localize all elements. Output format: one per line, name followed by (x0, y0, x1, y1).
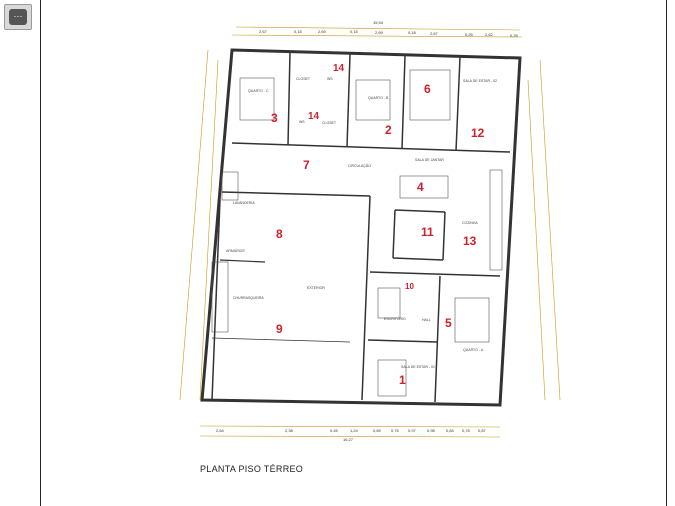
dim-bottom-2: 2,38 (285, 428, 294, 433)
dim-bottom-6: 0,76 (391, 428, 400, 433)
furniture (211, 69, 503, 397)
drawing-title: PLANTA PISO TÉRREO (200, 464, 304, 474)
room-number-5: 5 (445, 316, 452, 330)
room-number-3: 3 (271, 111, 278, 125)
room-number-8: 8 (276, 227, 283, 241)
room-number-1: 1 (399, 373, 406, 387)
room-label-ws-b: WS (299, 120, 305, 124)
room-number-12: 12 (471, 126, 485, 140)
room-number-6: 6 (424, 82, 431, 96)
dim-bottom-9: 0,84 (446, 428, 455, 433)
dim-top-7: 2,67 (430, 31, 439, 36)
room-label-ws-a: WS (327, 77, 333, 81)
dim-top-5: 2,69 (375, 30, 384, 35)
dim-bottom-10: 0,78 (462, 428, 471, 433)
room-label-quarto-a: QUARTO - A (463, 348, 484, 352)
dim-top-3: 2,69 (318, 29, 327, 34)
dim-top-6: 0,18 (408, 30, 417, 35)
room-number-10: 10 (405, 282, 414, 291)
room-number-7: 7 (303, 158, 310, 172)
dim-top-8: 0,25 (465, 32, 474, 37)
room-label-escritorio: ESCRITÓRIO (384, 316, 406, 321)
dim-bottom-5: 0,89 (373, 428, 382, 433)
room-number-14b: 14 (308, 111, 320, 122)
room-label-hall: HALL (422, 318, 431, 322)
room-number-4: 4 (417, 180, 424, 194)
room-label-lavanderia: LAVANDERIA (233, 201, 255, 205)
dimension-texts: 15,94 16,27 2,67 0,15 2,69 0,15 2,69 0,1… (216, 20, 519, 442)
room-label-sala-estar-01: SALA DE ESTAR - 01 (401, 365, 435, 369)
room-label-cozinha: COZINHA (462, 221, 478, 225)
dim-bottom-8: 0,98 (427, 428, 436, 433)
dim-overall-bottom: 16,27 (343, 437, 354, 442)
room-number-13: 13 (463, 234, 477, 248)
room-label-closet-b: CLOSET (322, 121, 337, 125)
dim-top-4: 0,15 (350, 29, 359, 34)
more-options-icon: ⋯ (9, 9, 27, 25)
thumbnail-panel: ⋯ (0, 0, 41, 506)
dim-bottom-1: 2,64 (216, 428, 225, 433)
room-label-churrasqueira: CHURRASQUEIRA (233, 296, 264, 300)
page-border-right (666, 0, 667, 506)
room-name-labels: QUARTO - C QUARTO - B QUARTO - A SALA DE… (226, 77, 497, 369)
room-label-armarios: ARMÁRIOS (226, 249, 245, 253)
dim-top-10: 0,25 (510, 33, 519, 38)
dimension-lines (179, 26, 561, 438)
dim-bottom-4: 1,24 (350, 428, 359, 433)
room-label-sala-jantar: SALA DE JANTAR (415, 158, 444, 162)
room-number-9: 9 (276, 322, 283, 336)
dim-top-2: 0,15 (294, 29, 303, 34)
room-label-circulacao: CIRCULAÇÃO (348, 163, 371, 168)
room-number-11: 11 (421, 225, 434, 239)
dim-top-9: 2,62 (485, 32, 494, 37)
dim-bottom-3: 0,45 (330, 428, 339, 433)
dim-bottom-7: 0,97 (408, 428, 417, 433)
dim-overall-top: 15,94 (373, 20, 384, 25)
room-label-closet-a: CLOSET (296, 77, 311, 81)
dim-top-1: 2,67 (259, 29, 268, 34)
room-label-quarto-c: QUARTO - C (248, 89, 269, 93)
room-label-sala-estar-02: SALA DE ESTAR - 02 (463, 79, 497, 83)
room-label-quarto-b: QUARTO - B (368, 96, 389, 100)
room-number-2: 2 (385, 123, 392, 137)
room-number-14a: 14 (333, 63, 345, 74)
more-options-button[interactable]: ⋯ (4, 4, 32, 30)
room-label-exterior: EXTERIOR (307, 286, 325, 290)
dim-bottom-11: 0,87 (478, 428, 487, 433)
room-number-labels: 1 2 3 4 5 6 7 8 9 10 11 12 13 14 14 (271, 63, 485, 387)
